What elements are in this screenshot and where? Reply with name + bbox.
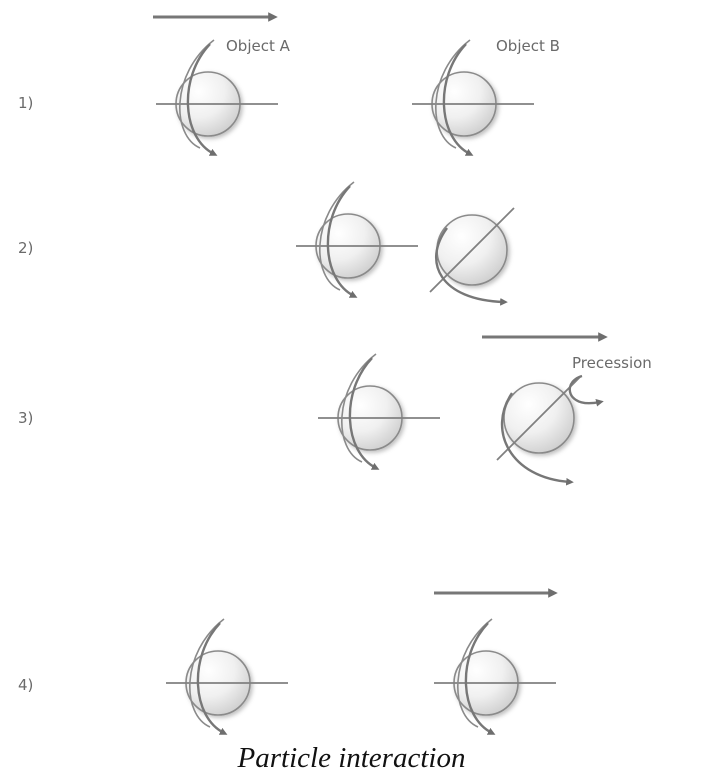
figure-caption: Particle interaction	[237, 742, 466, 774]
particle-a-step4	[166, 619, 288, 733]
particle-a-step2	[296, 182, 418, 296]
precession-arc	[568, 374, 604, 407]
particle-a-step3	[318, 354, 440, 468]
step-label-4: 4)	[18, 676, 33, 694]
step-label-2: 2)	[18, 239, 33, 257]
step-label-1: 1)	[18, 94, 33, 112]
object-b-label: Object B	[496, 37, 560, 55]
particle-b-step4	[434, 619, 556, 733]
particle-a-step1	[156, 40, 278, 154]
particle-b-step3-precessing	[497, 374, 604, 486]
particle-b-step2-tilted	[430, 208, 514, 306]
object-a-label: Object A	[226, 37, 291, 55]
step-label-3: 3)	[18, 409, 33, 427]
particle-b-step1	[412, 40, 534, 154]
particle-interaction-diagram: 1) 2) 3) 4) Object A Object B Precession	[18, 12, 652, 740]
precession-label: Precession	[572, 354, 652, 372]
